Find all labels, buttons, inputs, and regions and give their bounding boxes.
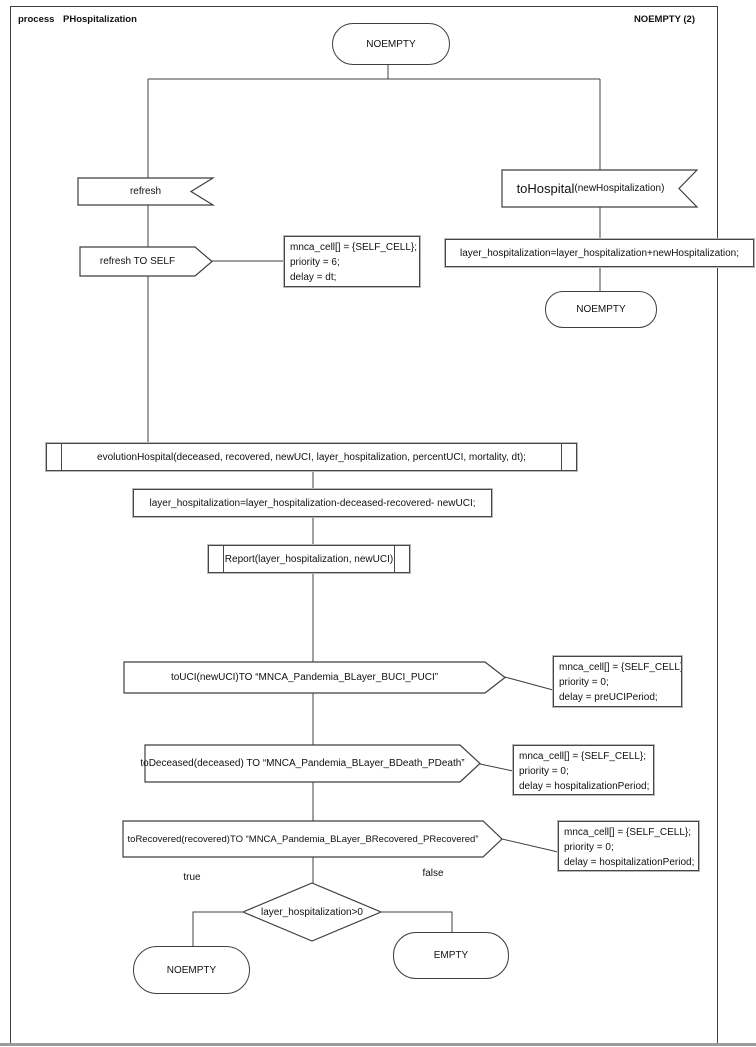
false-end-state-node[interactable]: EMPTY	[393, 932, 509, 979]
hospitalization-subtract-box[interactable]: layer_hospitalization=layer_hospitalizat…	[133, 489, 492, 517]
report-call-box[interactable]: Report(layer_hospitalization, newUCI)	[208, 545, 410, 573]
note-line: mnca_cell[] = {SELF_CELL};	[564, 827, 692, 838]
true-branch-label: true	[183, 872, 201, 883]
note-torecovered[interactable]: mnca_cell[] = {SELF_CELL}; priority = 0;…	[558, 821, 699, 871]
note-line: delay = dt;	[290, 272, 337, 283]
note-line: priority = 0;	[559, 677, 609, 688]
refresh-to-self-send-signal[interactable]	[79, 246, 213, 277]
note-line: delay = hospitalizationPeriod;	[564, 857, 695, 868]
page-bottom-edge	[0, 1043, 756, 1046]
note-line: priority = 0;	[519, 766, 569, 777]
todeceased-send-signal[interactable]	[144, 744, 481, 783]
process-kind-label: process	[18, 14, 55, 25]
process-name: PHospitalization	[63, 14, 137, 25]
note-line: delay = preUCIPeriod;	[559, 692, 658, 703]
note-line: mnca_cell[] = {SELF_CELL};	[559, 662, 682, 673]
tohospital-receive-signal[interactable]	[501, 169, 699, 208]
hospitalization-add-box[interactable]: layer_hospitalization=layer_hospitalizat…	[445, 239, 754, 267]
note-line: mnca_cell[] = {SELF_CELL};	[290, 242, 418, 253]
true-end-state-node[interactable]: NOEMPTY	[133, 946, 250, 994]
note-line: priority = 0;	[564, 842, 614, 853]
start-state-node[interactable]: NOEMPTY	[332, 23, 450, 65]
touci-send-signal[interactable]	[123, 661, 506, 694]
decision-diamond[interactable]	[241, 882, 383, 942]
note-todeceased[interactable]: mnca_cell[] = {SELF_CELL}; priority = 0;…	[513, 745, 654, 795]
refresh-receive-signal[interactable]	[77, 177, 216, 206]
note-line: delay = hospitalizationPeriod;	[519, 781, 650, 792]
false-branch-label: false	[422, 868, 444, 879]
note-touci[interactable]: mnca_cell[] = {SELF_CELL}; priority = 0;…	[553, 656, 682, 707]
note-line: mnca_cell[] = {SELF_CELL};	[519, 751, 647, 762]
note-line: priority = 6;	[290, 257, 340, 268]
current-state-label: NOEMPTY (2)	[633, 14, 695, 25]
hospital-branch-end-state-node[interactable]: NOEMPTY	[545, 291, 657, 328]
evolution-hospital-call-box[interactable]: evolutionHospital(deceased, recovered, n…	[46, 443, 577, 471]
note-refresh-to-self[interactable]: mnca_cell[] = {SELF_CELL}; priority = 6;…	[284, 236, 420, 287]
torecovered-send-signal[interactable]	[122, 820, 503, 858]
